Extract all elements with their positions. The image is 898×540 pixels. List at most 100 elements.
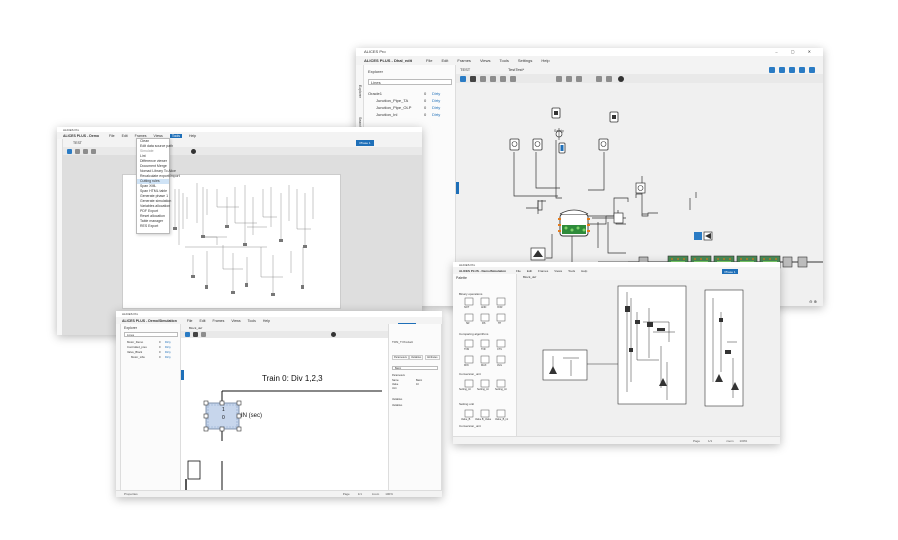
menu-tools[interactable]: Tools xyxy=(169,133,182,138)
menu-tools[interactable]: Tools xyxy=(499,58,509,63)
info-icon[interactable] xyxy=(191,148,196,154)
paste-icon[interactable] xyxy=(576,75,582,82)
page-of[interactable]: 1/1 xyxy=(708,438,713,443)
undo-icon[interactable] xyxy=(500,75,506,82)
palette-item[interactable]: Setting_int xyxy=(495,388,507,391)
tools-menu-item[interactable]: Table manager xyxy=(140,219,164,223)
props-search[interactable]: Basic xyxy=(392,366,438,370)
menu-file[interactable]: File xyxy=(426,58,433,63)
side-tab-search[interactable]: Search xyxy=(358,117,362,129)
tools-menu-item[interactable]: Span XML xyxy=(140,184,157,188)
side-tab-explorer[interactable]: Explorer xyxy=(358,85,362,99)
tree-row[interactable]: Motor_Demo 0 Dirty xyxy=(127,340,171,344)
palette-section[interactable]: Comparing algorithms xyxy=(459,332,489,336)
redo-icon[interactable] xyxy=(510,75,516,82)
zoom-value[interactable]: 100% xyxy=(385,492,393,496)
menu-views[interactable]: Views xyxy=(231,318,241,323)
tree-row[interactable]: Controlled_pres 0 Dirty xyxy=(127,345,171,349)
tools-menu-item[interactable]: Reset allocation xyxy=(140,214,165,218)
search-field[interactable]: Lines xyxy=(368,79,452,85)
tools-menu-item[interactable]: Simulate xyxy=(140,149,154,153)
palette-item[interactable]: AVG xyxy=(497,364,503,367)
tools-menu-item[interactable]: Clean xyxy=(140,139,150,143)
tools-menu-item[interactable]: Generate phase 1 xyxy=(140,194,169,198)
save-icon[interactable] xyxy=(779,67,785,73)
tools-menu-item[interactable]: PDF Export xyxy=(140,209,159,213)
tree-row[interactable]: Junction_Pipe_TA 0 Dirty xyxy=(376,98,441,103)
palette-section[interactable]: Conversion_unit xyxy=(459,424,481,428)
palette-item[interactable]: NOT xyxy=(464,306,470,309)
search-field[interactable]: Lines xyxy=(124,332,178,337)
menu-edit[interactable]: Edit xyxy=(441,58,449,63)
tab-test[interactable]: TEST xyxy=(73,141,82,145)
zoom-value[interactable]: 100% xyxy=(739,438,748,443)
copy-icon[interactable] xyxy=(566,75,572,82)
settings-icon[interactable] xyxy=(809,67,815,73)
pan-tool-icon[interactable] xyxy=(480,75,486,82)
tree-row[interactable]: Oracle1 0 Dirty xyxy=(368,91,441,96)
select-tool-icon[interactable] xyxy=(185,332,190,337)
tools-menu-item[interactable]: Variables allocation xyxy=(140,204,171,208)
menu-help[interactable]: Help xyxy=(581,268,588,273)
props-tab[interactable]: Attributes xyxy=(425,355,440,360)
tree-row[interactable]: Valve_Block 0 Dirty xyxy=(127,350,171,354)
tools-menu-item[interactable]: Difference viewer xyxy=(140,159,167,163)
pan-tool-icon[interactable] xyxy=(201,332,206,337)
palette-item[interactable]: RS xyxy=(482,322,486,325)
palette-item[interactable]: Value B_Value xyxy=(475,418,492,421)
menu-help[interactable]: Help xyxy=(541,58,550,63)
tools-menu-item[interactable]: Generate simulation xyxy=(140,199,172,203)
zoom-tool-icon[interactable] xyxy=(91,148,96,154)
props-select[interactable]: Variables xyxy=(392,404,403,407)
palette-item[interactable]: CTU xyxy=(497,348,503,351)
palette-section[interactable]: Setting unit xyxy=(459,402,475,406)
menu-frames[interactable]: Frames xyxy=(212,318,225,323)
pointer-tool-icon[interactable] xyxy=(470,75,476,82)
menu-file[interactable]: File xyxy=(186,318,193,323)
align-icon[interactable] xyxy=(596,75,602,82)
palette-item[interactable]: MAX xyxy=(481,364,487,367)
palette-item[interactable]: AND xyxy=(481,306,487,309)
zoom-tool-icon[interactable] xyxy=(490,75,496,82)
grid-icon[interactable] xyxy=(606,75,612,82)
menu-tools[interactable]: Tools xyxy=(247,318,256,323)
palette-item[interactable]: TOF xyxy=(481,348,486,351)
page-of[interactable]: 1/1 xyxy=(357,492,362,496)
tab-testtest[interactable]: TestTest* xyxy=(508,67,525,72)
pointer-tool-icon[interactable] xyxy=(75,148,80,154)
props-tab[interactable]: Variables xyxy=(409,355,424,360)
palette-section[interactable]: Conversion_unit xyxy=(459,372,481,376)
palette-item[interactable]: SR xyxy=(466,322,470,325)
palette-item[interactable]: Value_B xyxy=(461,418,471,421)
scroll-bottom-right[interactable]: ⊖ ⊕ xyxy=(809,299,817,304)
tools-menu-item[interactable]: Nomad Library To Alice xyxy=(140,169,176,173)
tools-menu-item[interactable]: RES Export xyxy=(140,224,159,228)
menu-settings[interactable]: Settings xyxy=(517,58,533,63)
tools-menu-item[interactable]: Cutting rules xyxy=(137,179,169,184)
cut-icon[interactable] xyxy=(556,75,562,82)
select-tool-icon[interactable] xyxy=(67,148,72,154)
panel-collapse-handle[interactable] xyxy=(181,370,184,380)
menu-edit[interactable]: Edit xyxy=(121,133,128,138)
palette-item[interactable]: TP xyxy=(498,322,502,325)
menu-edit[interactable]: Edit xyxy=(526,268,533,273)
palette-item[interactable]: Value_B_ini xyxy=(495,418,509,421)
menu-views[interactable]: Views xyxy=(554,268,563,273)
menu-frames[interactable]: Frames xyxy=(538,268,549,273)
info-icon[interactable] xyxy=(331,332,336,337)
palette-item[interactable]: Setting_int xyxy=(459,388,471,391)
menu-help[interactable]: Help xyxy=(262,318,271,323)
info-icon[interactable] xyxy=(618,75,624,82)
tools-menu-item[interactable]: Recalculate export/import xyxy=(140,174,180,178)
tree-row[interactable]: Junction_Pipe_OLP 0 Dirty xyxy=(376,105,441,110)
palette-item[interactable]: XOR xyxy=(497,306,503,309)
tab-block-def[interactable]: Block_def xyxy=(523,275,537,279)
properties-footer[interactable]: Properties xyxy=(124,492,138,496)
refresh-icon[interactable] xyxy=(799,67,805,73)
pan-tool-icon[interactable] xyxy=(83,148,88,154)
pointer-tool-icon[interactable] xyxy=(193,332,198,337)
export-icon[interactable] xyxy=(769,67,775,73)
menu-frames[interactable]: Frames xyxy=(457,58,471,63)
menu-file[interactable]: File xyxy=(516,268,521,273)
tab-test[interactable]: TEST xyxy=(460,67,471,72)
